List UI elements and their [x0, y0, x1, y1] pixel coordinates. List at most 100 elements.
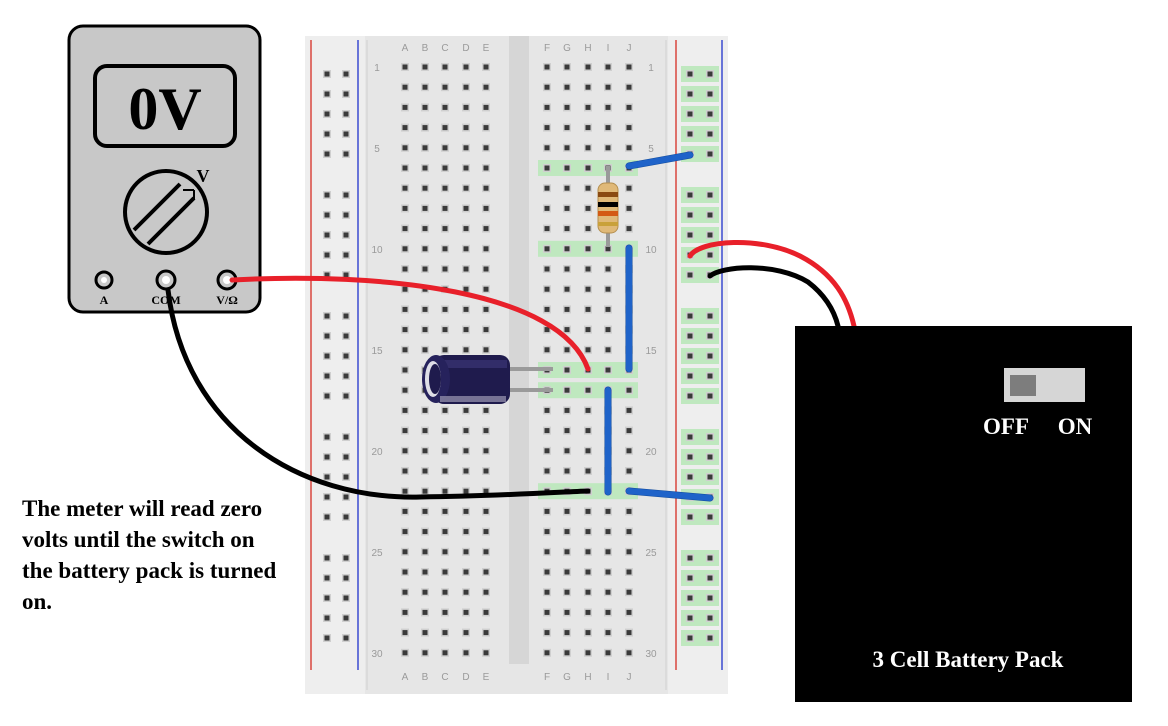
switch-off-label: OFF [983, 414, 1029, 439]
red-probe-wire[interactable] [229, 275, 591, 372]
battery-black-lead[interactable] [707, 265, 841, 329]
hole-center [324, 595, 330, 601]
hole-center [483, 609, 489, 615]
hole-center [564, 549, 570, 555]
hole-center [585, 589, 591, 595]
power-switch[interactable] [1004, 368, 1085, 402]
hole-center [343, 353, 349, 359]
black-probe-wire[interactable] [165, 287, 591, 500]
hole-center [626, 84, 632, 90]
column-label: E [483, 672, 490, 683]
row-label: 20 [371, 447, 383, 458]
hole-center [564, 226, 570, 232]
hole-center [483, 468, 489, 474]
hole-center [442, 569, 448, 575]
hole-center [626, 468, 632, 474]
hole-center [422, 327, 428, 333]
hole-center [544, 347, 550, 353]
capacitor[interactable] [422, 355, 553, 404]
hole-center [585, 468, 591, 474]
hole-center [564, 428, 570, 434]
hole-center [442, 347, 448, 353]
hole-center [564, 286, 570, 292]
hole-center [422, 306, 428, 312]
meter-display [93, 64, 237, 148]
hole-center [402, 508, 408, 514]
hole-center [626, 64, 632, 70]
switch-knob[interactable] [1010, 375, 1036, 396]
hole-center [324, 111, 330, 117]
hole-center [626, 205, 632, 211]
column-label: D [462, 672, 469, 683]
hole-center [564, 266, 570, 272]
hole-center [402, 165, 408, 171]
resistor[interactable] [597, 166, 619, 247]
hole-center [707, 393, 713, 399]
hole-center [585, 630, 591, 636]
hole-center [483, 650, 489, 656]
hole-center [544, 84, 550, 90]
hole-center [687, 111, 693, 117]
hole-center [564, 407, 570, 413]
jumper-wires[interactable] [604, 151, 714, 502]
hole-center [422, 246, 428, 252]
hole-center [402, 407, 408, 413]
hole-center [324, 71, 330, 77]
hole-center [605, 549, 611, 555]
hole-center [626, 104, 632, 110]
hole-center [343, 595, 349, 601]
hole-center [585, 145, 591, 151]
hole-center [707, 333, 713, 339]
row-label: 20 [645, 447, 657, 458]
hole-center [687, 131, 693, 137]
hole-center [402, 104, 408, 110]
column-label: C [441, 672, 448, 683]
hole-center [483, 84, 489, 90]
hole-center [422, 84, 428, 90]
row-label: 1 [374, 63, 380, 74]
column-label: B [422, 672, 429, 683]
hole-center [402, 630, 408, 636]
column-label: J [627, 672, 632, 683]
hole-center [402, 367, 408, 373]
hole-center [324, 313, 330, 319]
hole-center [442, 246, 448, 252]
hole-center [402, 306, 408, 312]
hole-center [463, 84, 469, 90]
hole-center [402, 488, 408, 494]
hole-center [422, 630, 428, 636]
hole-center [544, 569, 550, 575]
hole-center [343, 434, 349, 440]
hole-center [564, 145, 570, 151]
hole-center [442, 64, 448, 70]
instruction-note: The meter will read zero volts until the… [22, 496, 277, 614]
hole-center [605, 650, 611, 656]
hole-center [605, 367, 611, 373]
hole-center [343, 272, 349, 278]
hole-center [483, 64, 489, 70]
meter-dial[interactable] [123, 169, 209, 255]
hole-center [564, 448, 570, 454]
hole-center [626, 650, 632, 656]
hole-center [422, 448, 428, 454]
hole-center [422, 488, 428, 494]
hole-center [463, 630, 469, 636]
column-label: I [607, 43, 610, 54]
hole-center [585, 387, 591, 393]
hole-center [463, 488, 469, 494]
column-label: F [544, 672, 550, 683]
hole-center [343, 212, 349, 218]
hole-center [564, 165, 570, 171]
hole-center [707, 474, 713, 480]
battery-red-lead[interactable] [687, 240, 857, 329]
hole-center [483, 246, 489, 252]
hole-center [422, 185, 428, 191]
hole-center [324, 252, 330, 258]
hole-center [564, 306, 570, 312]
hole-center [442, 226, 448, 232]
hole-center [707, 514, 713, 520]
hole-center [402, 84, 408, 90]
hole-center [343, 474, 349, 480]
hole-center [605, 508, 611, 514]
